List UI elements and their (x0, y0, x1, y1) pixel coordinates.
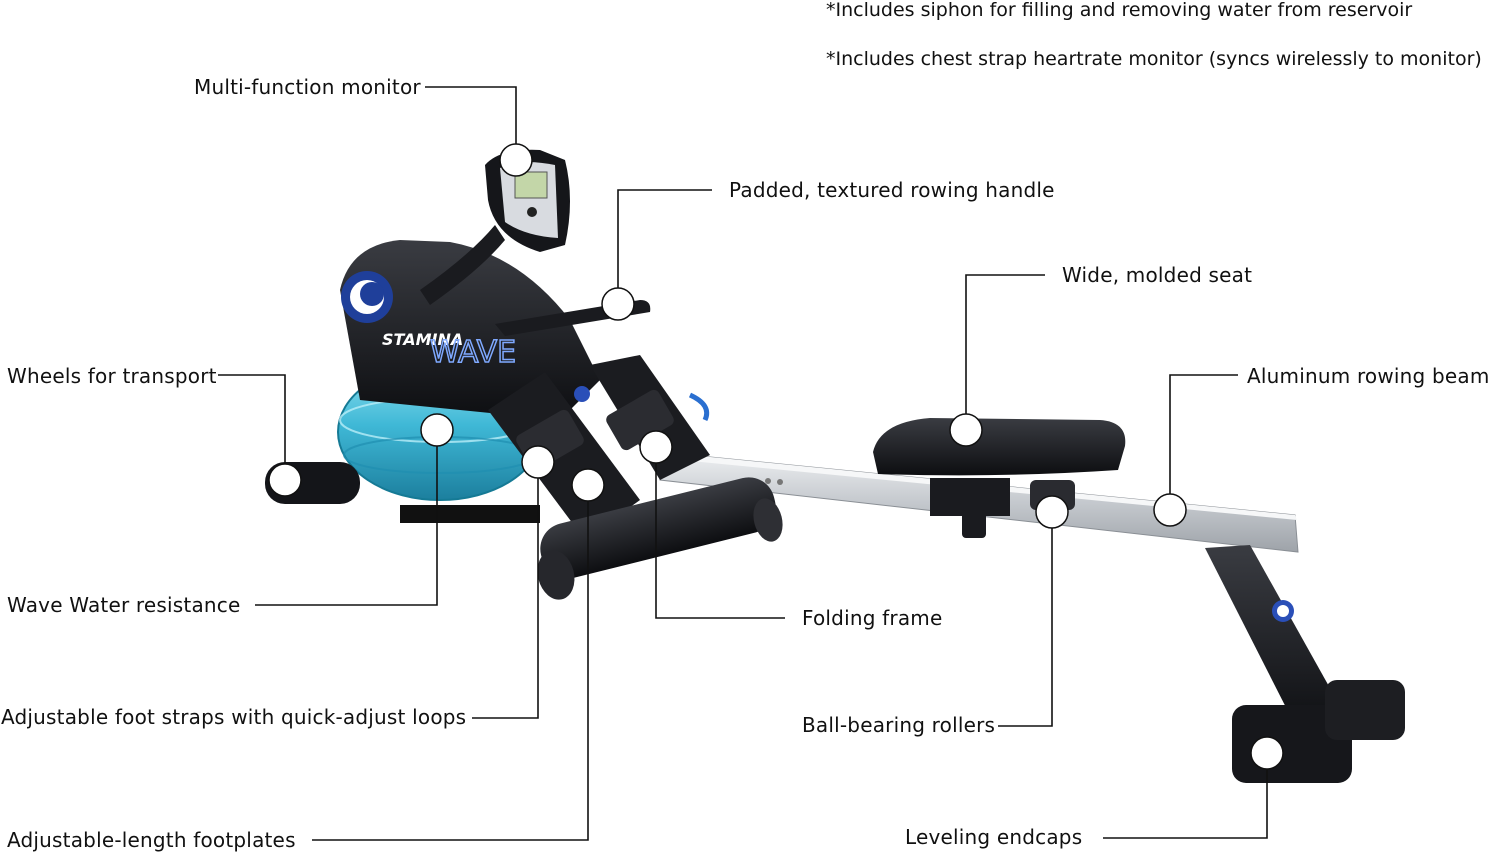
dot-seat (949, 413, 983, 447)
label-beam: Aluminum rowing beam (1247, 364, 1490, 388)
dot-handle (601, 287, 635, 321)
leader-wheels (218, 374, 286, 478)
leader-beam (1169, 374, 1238, 508)
leader-straps (472, 462, 539, 719)
label-monitor: Multi-function monitor (194, 75, 421, 99)
leader-lines (218, 86, 1268, 841)
rear-leg (1205, 545, 1405, 783)
brand-wordmark: STAMINA (382, 330, 463, 349)
leader-rollers (998, 512, 1053, 727)
label-water: Wave Water resistance (7, 593, 241, 617)
dot-endcaps (1250, 736, 1284, 770)
dot-wheels (268, 463, 302, 497)
leader-handle (617, 189, 712, 302)
label-rollers: Ball-bearing rollers (802, 713, 996, 737)
dot-water (420, 413, 454, 447)
note-heartrate: *Includes chest strap heartrate monitor … (826, 48, 1482, 70)
leader-monitor (425, 86, 517, 158)
front-stabilizer (537, 477, 783, 600)
dot-folding (639, 430, 673, 464)
label-footplates: Adjustable-length footplates (7, 828, 296, 852)
label-endcaps: Leveling endcaps (905, 825, 1083, 849)
note-siphon: *Includes siphon for filling and removin… (826, 0, 1413, 21)
label-folding: Folding frame (802, 606, 943, 630)
model-wordmark: WAVE (430, 335, 516, 370)
label-wheels: Wheels for transport (7, 364, 217, 388)
label-handle: Padded, textured rowing handle (729, 178, 1055, 202)
label-straps: Adjustable foot straps with quick-adjust… (1, 705, 467, 729)
leader-endcaps (1103, 753, 1268, 839)
leader-footplates (312, 485, 589, 841)
leader-seat (965, 274, 1045, 430)
dot-footplates (571, 468, 605, 502)
dot-straps (521, 445, 555, 479)
label-seat: Wide, molded seat (1062, 263, 1253, 287)
dot-monitor (499, 143, 533, 177)
leader-water (255, 430, 438, 606)
front-housing: STAMINA WAVE (340, 240, 600, 420)
callout-dots (268, 143, 1284, 770)
dot-beam (1153, 493, 1187, 527)
leader-folding (655, 447, 785, 619)
dot-rollers (1035, 495, 1069, 529)
monitor-assembly (420, 149, 570, 305)
